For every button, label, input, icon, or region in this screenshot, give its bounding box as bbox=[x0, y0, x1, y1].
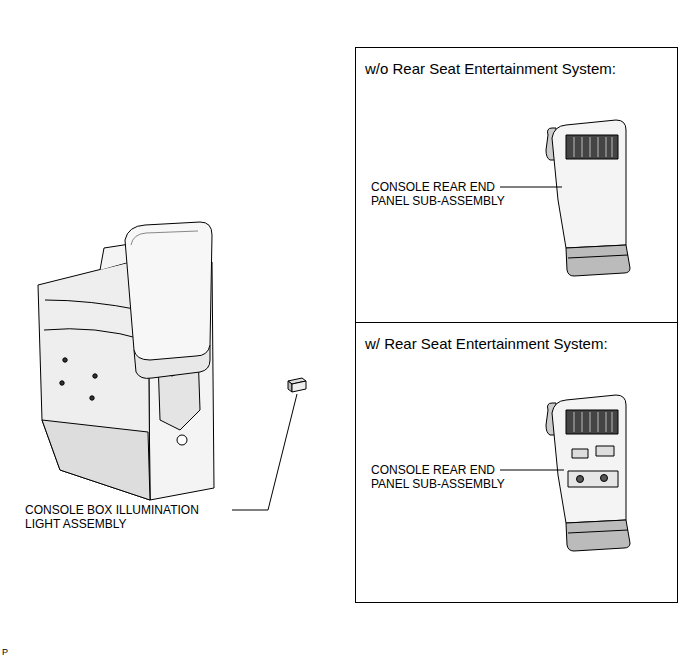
vent-fins bbox=[574, 137, 612, 157]
light-front bbox=[292, 381, 306, 392]
variant-heading: w/o Rear Seat Entertainment System: bbox=[365, 60, 616, 78]
rear-end-panel bbox=[546, 120, 630, 276]
figure-code: P bbox=[2, 647, 8, 658]
armrest-highlight bbox=[131, 231, 198, 245]
leader-line bbox=[500, 187, 562, 188]
part-name: CONSOLE BOX ILLUMINATION LIGHT ASSEMBLY bbox=[25, 503, 225, 532]
console-lower-band bbox=[42, 420, 150, 500]
jack-plate bbox=[568, 471, 618, 487]
console-crease bbox=[44, 329, 145, 340]
rear-end-panel bbox=[546, 395, 630, 551]
panel-vent bbox=[566, 135, 618, 159]
panel-port bbox=[572, 449, 588, 458]
screw bbox=[60, 381, 64, 385]
variant-heading: w/ Rear Seat Entertainment System: bbox=[365, 335, 608, 353]
screw bbox=[63, 358, 67, 362]
panel-body bbox=[552, 120, 626, 248]
leader-line bbox=[500, 470, 564, 471]
armrest-lid bbox=[125, 222, 212, 360]
panel-body bbox=[552, 395, 626, 523]
console-crease bbox=[45, 300, 140, 310]
panel-base-edge bbox=[568, 255, 628, 258]
part-name: CONSOLE REAR END PANEL SUB-ASSEMBLY bbox=[371, 180, 521, 209]
panel-port bbox=[596, 446, 614, 456]
bracket-hole bbox=[177, 435, 187, 445]
screw bbox=[90, 396, 94, 400]
panel-vent bbox=[566, 410, 618, 434]
illumination-light bbox=[288, 378, 306, 392]
jack bbox=[577, 476, 584, 483]
panel-base bbox=[566, 245, 630, 276]
screw bbox=[93, 374, 97, 378]
vent-fins bbox=[574, 412, 612, 432]
leader-line bbox=[232, 394, 297, 510]
light-side bbox=[288, 381, 292, 392]
variant-panel: w/o Rear Seat Entertainment System: CONSO… bbox=[355, 47, 678, 323]
variant-panel: w/ Rear Seat Entertainment System: CONSOL… bbox=[355, 322, 678, 603]
part-name: CONSOLE REAR END PANEL SUB-ASSEMBLY bbox=[371, 463, 521, 492]
jack bbox=[601, 475, 608, 482]
console-box bbox=[38, 222, 214, 500]
panel-base-edge bbox=[568, 530, 628, 533]
panel-base bbox=[566, 520, 630, 551]
